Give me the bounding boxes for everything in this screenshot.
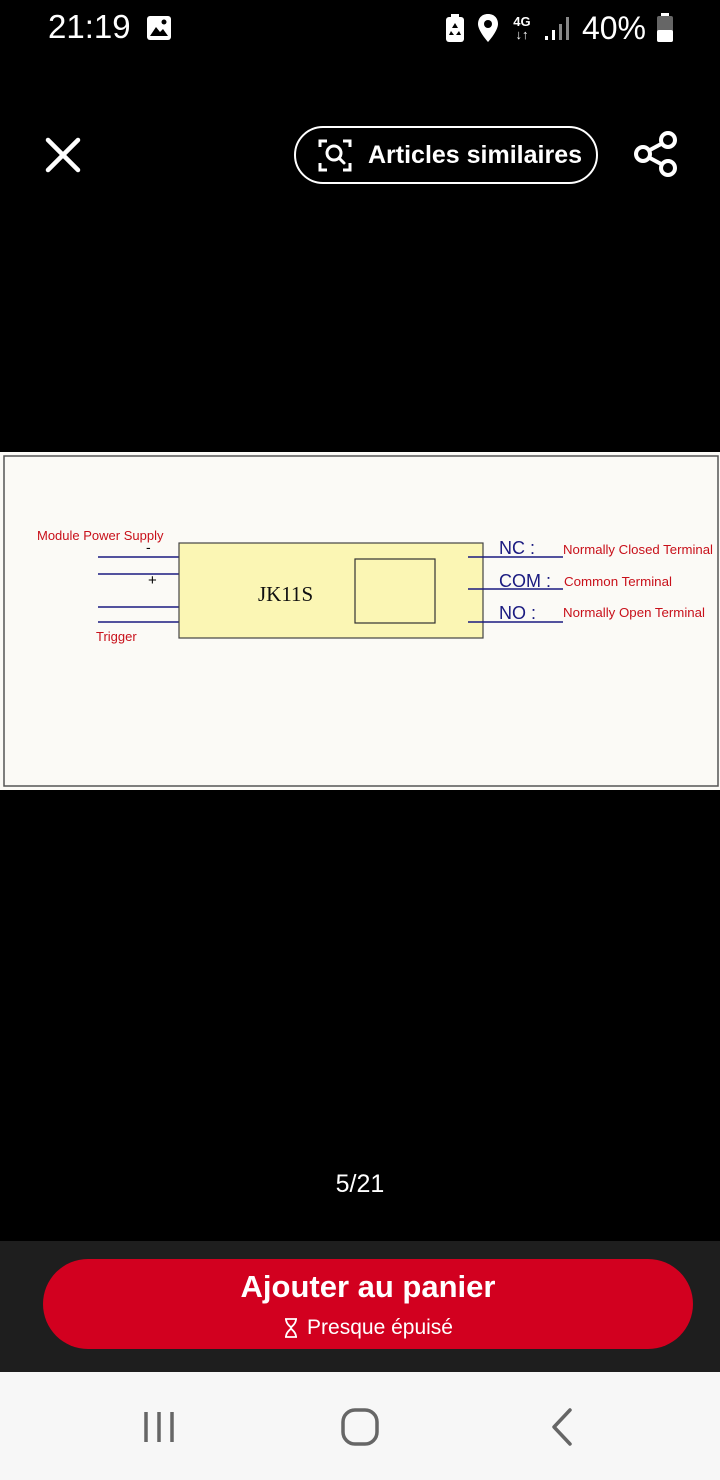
battery-icon bbox=[657, 13, 673, 42]
home-icon bbox=[341, 1408, 379, 1446]
back-icon bbox=[552, 1408, 572, 1446]
hourglass-icon bbox=[285, 1318, 298, 1338]
status-time: 21:19 bbox=[48, 8, 131, 45]
status-bar: 21:19 4G ↓↑ 40% bbox=[0, 0, 720, 56]
similar-items-button[interactable]: Articles similaires bbox=[294, 126, 598, 184]
no-description: Normally Open Terminal bbox=[563, 605, 705, 620]
com-code: COM : bbox=[499, 571, 551, 591]
wiring-diagram: Module Power Supply - + Trigger JK11S NC… bbox=[0, 452, 720, 790]
com-description: Common Terminal bbox=[564, 574, 672, 589]
image-counter: 5/21 bbox=[335, 1170, 385, 1198]
action-area: Ajouter au panier Presque épuisé bbox=[0, 1241, 720, 1372]
nc-description: Normally Closed Terminal bbox=[563, 542, 713, 557]
stock-status: Presque épuisé bbox=[43, 1316, 693, 1340]
share-button[interactable] bbox=[630, 128, 682, 180]
share-icon bbox=[634, 131, 677, 177]
network-type: 4G bbox=[513, 14, 531, 29]
module-box bbox=[178, 542, 484, 639]
navigation-bar bbox=[0, 1372, 720, 1480]
battery-percentage: 40% bbox=[581, 9, 646, 46]
signal-icon bbox=[544, 17, 569, 40]
power-supply-label: Module Power Supply bbox=[37, 528, 164, 543]
visual-search-icon bbox=[318, 139, 352, 172]
location-icon bbox=[477, 14, 498, 42]
back-button[interactable] bbox=[532, 1400, 592, 1454]
gallery-icon bbox=[147, 16, 171, 40]
recent-apps-icon bbox=[144, 1412, 174, 1442]
recent-apps-button[interactable] bbox=[129, 1400, 189, 1454]
nc-code: NC : bbox=[499, 538, 535, 558]
close-button[interactable] bbox=[40, 132, 86, 178]
add-to-cart-label: Ajouter au panier bbox=[240, 1269, 496, 1304]
trigger-label: Trigger bbox=[96, 629, 137, 644]
plus-label: + bbox=[148, 572, 157, 589]
data-arrows-icon: 4G ↓↑ bbox=[510, 15, 534, 41]
no-code: NO : bbox=[499, 603, 536, 623]
similar-items-label: Articles similaires bbox=[368, 140, 583, 169]
minus-label: - bbox=[146, 539, 151, 555]
module-title: JK11S bbox=[258, 582, 313, 606]
relay-box bbox=[354, 558, 436, 624]
stock-label: Presque épuisé bbox=[307, 1316, 453, 1339]
add-to-cart-button[interactable]: Ajouter au panier Presque épuisé bbox=[43, 1259, 693, 1349]
recycle-icon bbox=[445, 14, 464, 42]
home-button[interactable] bbox=[330, 1400, 390, 1454]
close-icon bbox=[45, 137, 81, 173]
product-image[interactable]: Module Power Supply - + Trigger JK11S NC… bbox=[0, 452, 720, 790]
